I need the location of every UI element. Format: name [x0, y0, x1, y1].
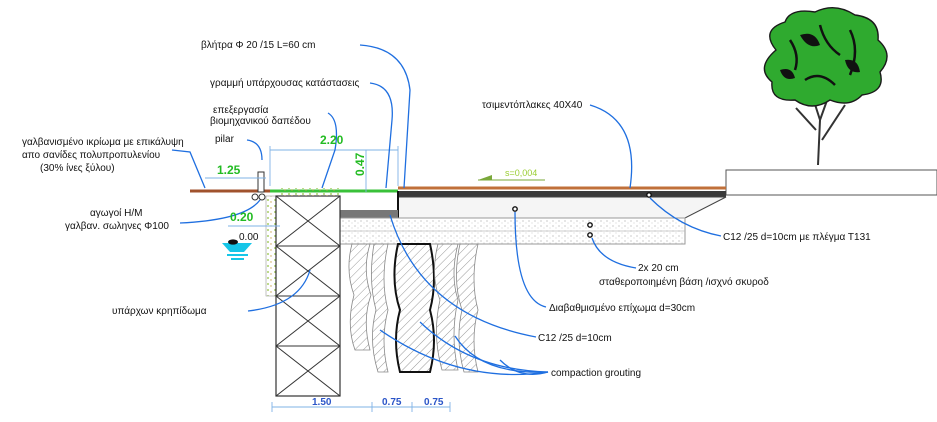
ducts-label-1: αγωγοί Η/Μ: [90, 207, 142, 219]
duct-pipe-icon: [258, 193, 266, 201]
leader-lines: [171, 44, 722, 376]
slope-arrow: [478, 175, 545, 181]
base-label-1: 2x 20 cm: [638, 263, 679, 274]
dim-0-75-b: 0.75: [424, 397, 444, 408]
treatment-label-2: βιομηχανικού δαπέδου: [210, 115, 311, 127]
existing-base-label: υπάρχων κρηπίδωμα: [112, 305, 207, 317]
graded-fill-label: Διαβαθμισμένο επίχωμα d=30cm: [549, 302, 695, 314]
dim-0-20: 0.20: [230, 210, 254, 224]
slab-mesh-label: C12 /25 d=10cm με πλέγμα Τ131: [723, 231, 871, 243]
pilar-label: pilar: [215, 134, 235, 145]
dim-0-47: 0.47: [353, 152, 367, 176]
slope-label: s=0,004: [505, 168, 537, 178]
dowels-label: βλήτρα Φ 20 /15 L=60 cm: [201, 39, 315, 51]
treatment-label-1: επεξεργασία: [213, 104, 269, 116]
dim-0-75-a: 0.75: [382, 397, 402, 408]
scaffold-bracing: [275, 195, 341, 397]
leader-markers: [512, 192, 652, 238]
galv-label-3: (30% ίνες ξύλου): [40, 162, 115, 174]
dim-2-20: 2.20: [320, 133, 344, 147]
pilar-post: [257, 171, 265, 193]
fill-layer: [280, 188, 340, 196]
water-level-icon: [222, 239, 252, 260]
base-label-2: σταθεροποιημένη βάση /ισχνό σκυροδ: [599, 276, 769, 288]
dim-1-25: 1.25: [217, 163, 241, 177]
existing-line-label: γραμμή υπάρχουσας κατάστασεις: [210, 77, 359, 89]
existing-slab: [340, 210, 398, 218]
grouting-columns: [348, 243, 479, 373]
dimension-lines: [205, 146, 451, 412]
concrete-slab-mesh: [398, 191, 726, 197]
tiles-label: τσιμεντόπλακες 40Χ40: [482, 99, 583, 111]
duct-pipe-icon: [251, 193, 259, 201]
slab-label: C12 /25 d=10cm: [538, 333, 612, 344]
kerb: [725, 169, 937, 196]
ducts-label-2: γαλβαν. σωληνες Φ100: [65, 221, 169, 232]
galv-label-1: γαλβανισμένο ικρίωμα με επικάλυψη: [22, 136, 184, 148]
grouting-label: compaction grouting: [551, 368, 641, 379]
dim-1-50: 1.50: [312, 397, 332, 408]
tree-illustration: [763, 7, 888, 166]
galv-label-2: απο σανίδες πολυπροπυλενίου: [22, 149, 160, 161]
slab-body: [397, 196, 727, 219]
level-mark: 0.00: [239, 232, 259, 243]
